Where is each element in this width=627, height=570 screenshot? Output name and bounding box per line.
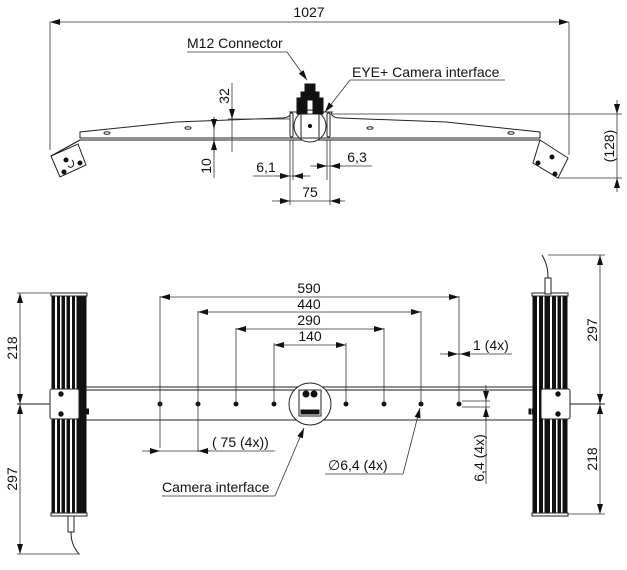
dim-right-297: 297 bbox=[548, 254, 605, 404]
dim-290-label: 290 bbox=[297, 312, 321, 328]
top-view: 1027 bbox=[49, 4, 622, 205]
dim-slot-width: 6,4 (4x) bbox=[462, 385, 490, 484]
dim-left-218-label: 218 bbox=[4, 336, 20, 360]
dim-left-297: 297 bbox=[4, 404, 80, 555]
dim-1027-label: 1027 bbox=[293, 4, 324, 20]
dim-slots: 6,1 6,3 75 bbox=[253, 140, 372, 205]
dim-440-label: 440 bbox=[297, 296, 321, 312]
callout-m12: M12 Connector bbox=[187, 35, 308, 81]
dim-1-4x-label: 1 (4x) bbox=[473, 337, 509, 353]
dim-590-label: 590 bbox=[297, 280, 321, 296]
dim-6-1-label: 6,1 bbox=[256, 159, 276, 175]
dim-290: 290 bbox=[235, 312, 385, 404]
left-bracket bbox=[50, 139, 87, 178]
dim-75-label: 75 bbox=[302, 184, 318, 200]
eye-camera-interface-label: EYE+ Camera interface bbox=[352, 64, 500, 80]
dim-left-297-label: 297 bbox=[4, 467, 20, 491]
dim-440: 440 bbox=[197, 296, 422, 404]
dim-10-label: 10 bbox=[198, 158, 214, 174]
dim-right-218-label: 218 bbox=[584, 447, 600, 471]
dim-right-218: 218 bbox=[568, 404, 605, 515]
top-arm bbox=[79, 83, 541, 143]
dim-140-label: 140 bbox=[298, 328, 322, 344]
hole-diameter-label: ∅6,4 (4x) bbox=[328, 457, 388, 473]
front-view: 590 440 290 140 1 (4x) bbox=[4, 254, 605, 555]
left-light-bar bbox=[49, 292, 89, 555]
dim-32: 32 bbox=[216, 83, 290, 152]
dim-128: (128) bbox=[330, 100, 622, 192]
dim-32-label: 32 bbox=[216, 88, 232, 104]
dim-left-218: 218 bbox=[4, 292, 52, 404]
dim-75-4x: ( 75 (4x)) bbox=[142, 404, 275, 454]
m12-connector-label: M12 Connector bbox=[187, 35, 283, 51]
dim-10: 10 bbox=[198, 117, 217, 178]
dim-75-4x-label: ( 75 (4x)) bbox=[212, 434, 269, 450]
camera-interface-label: Camera interface bbox=[162, 479, 270, 495]
dim-1-4x: 1 (4x) bbox=[440, 337, 512, 357]
dim-140: 140 bbox=[273, 328, 347, 404]
callout-camera-interface: Camera interface bbox=[162, 427, 305, 497]
right-bracket bbox=[532, 139, 569, 179]
dim-6-3-label: 6,3 bbox=[347, 149, 367, 165]
callout-hole-diameter: ∅6,4 (4x) bbox=[325, 407, 421, 475]
camera-interface bbox=[288, 382, 332, 426]
dim-128-label: (128) bbox=[601, 130, 617, 163]
callout-eye-camera: EYE+ Camera interface bbox=[324, 64, 505, 113]
dim-right-297-label: 297 bbox=[584, 318, 600, 342]
dim-slot-width-label: 6,4 (4x) bbox=[471, 434, 487, 481]
dim-overall-width: 1027 bbox=[49, 4, 570, 155]
right-light-bar bbox=[528, 254, 571, 517]
dim-590: 590 bbox=[159, 280, 460, 448]
